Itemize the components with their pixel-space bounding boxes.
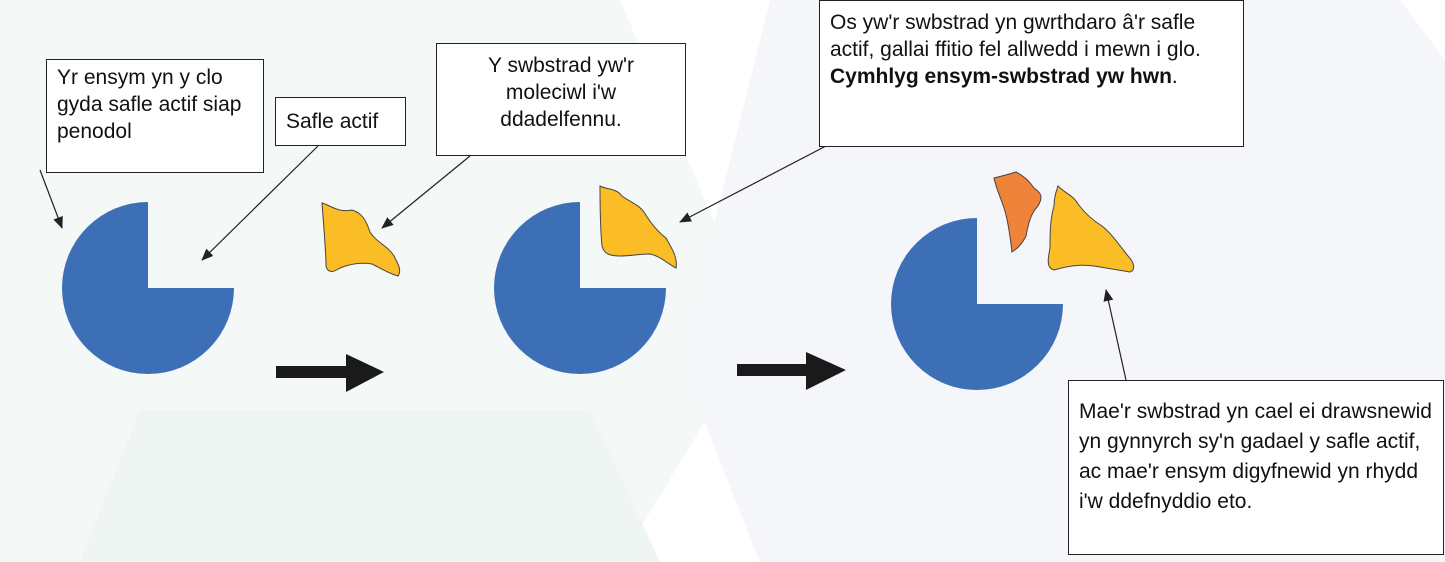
substrate-2 [599, 185, 677, 269]
substrate-1 [321, 202, 401, 277]
pointer-active-site [201, 145, 319, 261]
label-product: Mae'r swbstrad yn cael ei drawsnewid yn … [1068, 380, 1444, 555]
complex-end-text: . [1171, 65, 1178, 88]
process-arrow-2 [737, 352, 846, 390]
product-fragment [993, 171, 1042, 253]
bg-hex-bottom [80, 410, 660, 562]
pointer-substrate [381, 155, 471, 229]
process-arrow-1 [276, 354, 384, 392]
product-substrate-fragment [1047, 185, 1135, 273]
label-enzyme-substrate-complex: Os yw'r swbstrad yn gwrthdaro â'r safle … [819, 0, 1244, 147]
enzyme-2 [494, 202, 666, 374]
enzyme-1 [62, 202, 234, 374]
pointer-complex [679, 145, 827, 223]
pointer-product [1103, 289, 1127, 381]
label-enzyme: Yr ensym yn y clo gyda safle actif siap … [46, 59, 264, 173]
complex-bold-text: Cymhlyg ensym-swbstrad yw hwn [830, 65, 1172, 88]
label-substrate: Y swbstrad yw'r moleciwl i'w ddadelfennu… [436, 43, 686, 156]
pointer-enzyme [39, 169, 63, 229]
enzyme-3 [891, 218, 1063, 390]
label-active-site: Safle actif [275, 97, 406, 146]
complex-text: Os yw'r swbstrad yn gwrthdaro â'r safle … [830, 11, 1201, 61]
